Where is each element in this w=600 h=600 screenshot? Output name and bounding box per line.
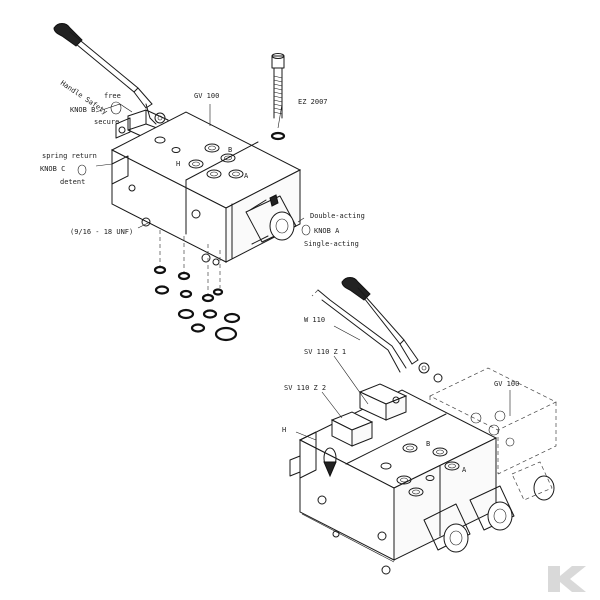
label-double-acting: Double-acting xyxy=(310,212,365,220)
label-b-bottom: B xyxy=(426,440,430,448)
label-b-top: B xyxy=(228,146,232,154)
label-single-acting: Single-acting xyxy=(304,240,359,248)
ez2007-bolt xyxy=(270,53,286,141)
label-detent: detent xyxy=(60,178,85,186)
label-w110: W 110 xyxy=(304,316,325,324)
bottom-leader-lines xyxy=(295,325,511,441)
label-ez2007: EZ 2007 xyxy=(298,98,328,106)
label-h-bottom: H xyxy=(282,426,286,434)
label-spring-return: spring return xyxy=(42,152,97,160)
knob-a xyxy=(245,194,297,245)
top-valve-assembly: Handle Safety free KNOB B secure GV 100 … xyxy=(40,23,365,342)
label-sv110z1: SV 110 Z 1 xyxy=(304,348,346,356)
bottom-knobs xyxy=(423,461,555,553)
label-gv100-top: GV 100 xyxy=(194,92,219,100)
top-ports xyxy=(154,136,244,179)
label-sv110z2: SV 110 Z 2 xyxy=(284,384,326,392)
bottom-lever-handles xyxy=(311,277,443,383)
bottom-ports xyxy=(380,443,460,497)
sv110-components xyxy=(289,383,408,479)
bottom-valve-body xyxy=(298,389,498,575)
label-thread: (9/16 - 18 UNF) xyxy=(70,228,133,236)
label-knob-b: KNOB B xyxy=(70,106,95,114)
label-a-top: A xyxy=(244,172,249,180)
top-seals xyxy=(153,230,241,342)
label-knob-c: KNOB C xyxy=(40,165,65,173)
label-secure: secure xyxy=(94,118,119,126)
label-a-bottom: A xyxy=(462,466,467,474)
label-free: free xyxy=(104,92,121,100)
label-h-top: H xyxy=(176,160,180,168)
top-valve-body xyxy=(110,111,302,266)
top-leader-lines xyxy=(77,101,311,236)
label-gv100-bottom: GV 100 xyxy=(494,380,519,388)
kramp-k-logo-icon xyxy=(548,566,586,592)
label-knob-a: KNOB A xyxy=(314,227,340,235)
bottom-valve-assembly: W 110 SV 110 Z 1 SV 110 Z 2 GV 100 H B A xyxy=(282,277,557,575)
